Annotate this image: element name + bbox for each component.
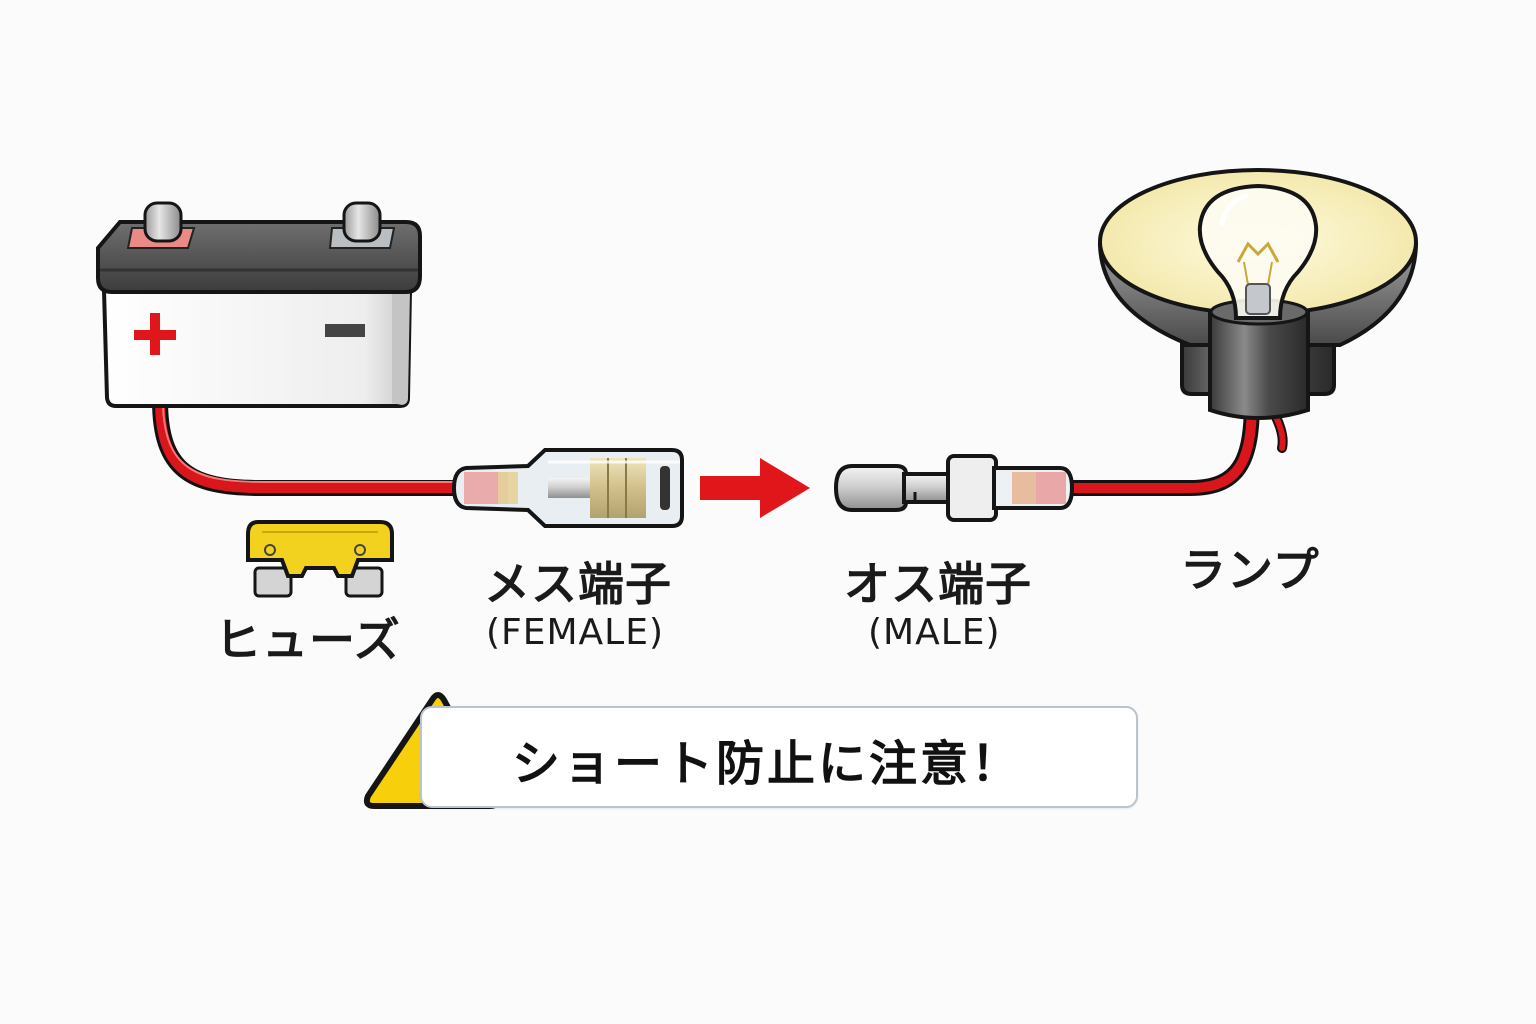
female-terminal-icon (451, 448, 684, 528)
warning-text: ショート防止に注意！ (512, 736, 1023, 792)
fuse-icon (246, 520, 394, 598)
negative-sign-icon (325, 324, 365, 337)
connect-arrow-icon (700, 458, 810, 518)
male-terminal-sublabel: (MALE) (868, 612, 1001, 653)
fuse-label: ヒューズ (215, 613, 401, 667)
lamp-label: ランプ (1180, 543, 1320, 597)
warning-banner (420, 706, 1138, 808)
lamp-icon (1097, 168, 1419, 420)
female-terminal-sublabel: (FEMALE) (486, 612, 665, 653)
male-terminal-label: オス端子 (844, 557, 1032, 611)
female-terminal-label: メス端子 (484, 557, 672, 611)
male-terminal-icon (833, 454, 1075, 522)
battery-icon (96, 201, 422, 408)
light-bulb-icon (1197, 183, 1319, 320)
